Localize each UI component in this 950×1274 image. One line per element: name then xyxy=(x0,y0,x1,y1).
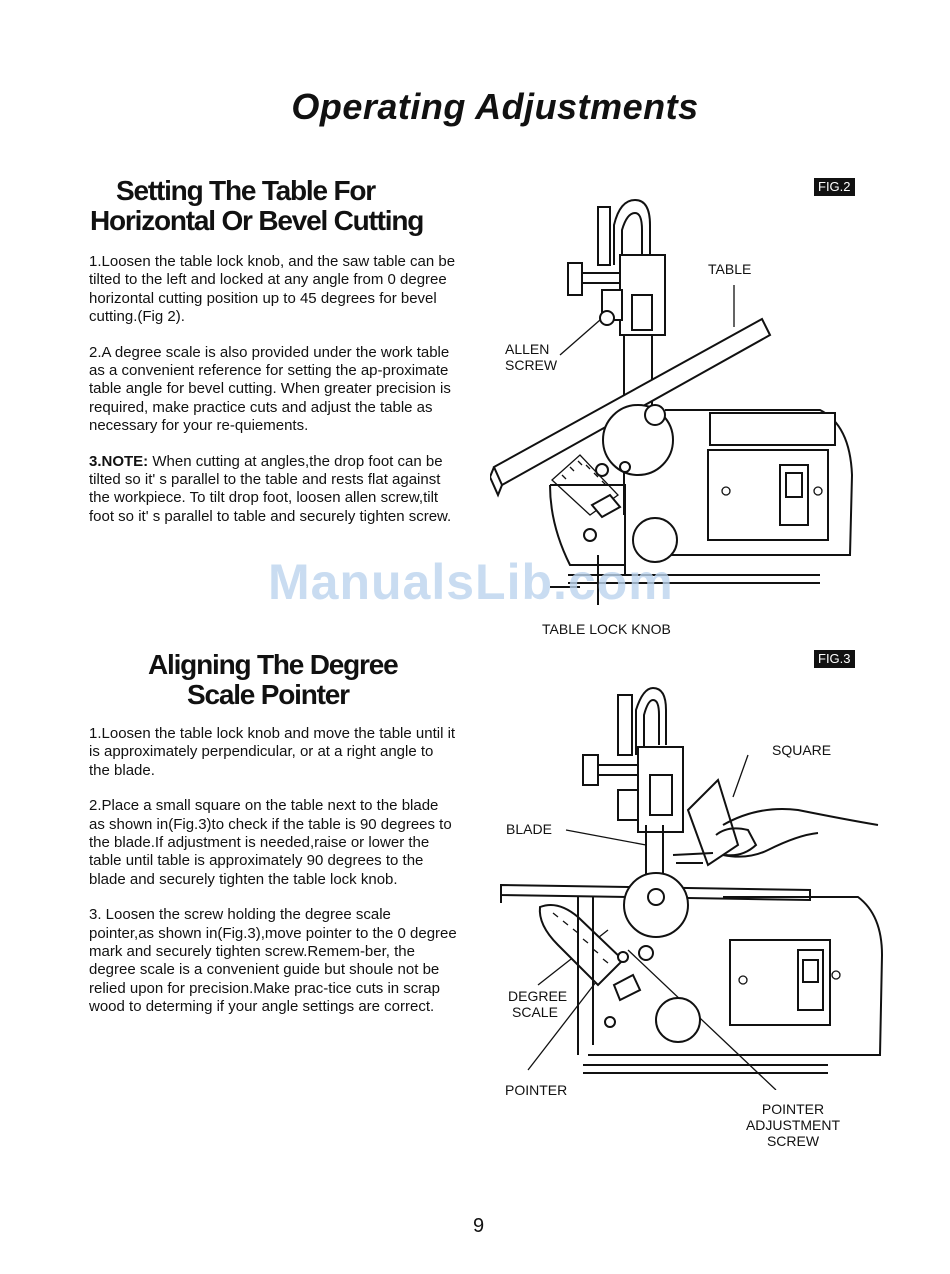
section2-paragraph-1: 1.Loosen the table lock knob and move th… xyxy=(89,725,456,779)
section1-body: 1.Loosen the table lock knob, and the sa… xyxy=(89,253,457,543)
fig2-label-allen-line1: ALLEN xyxy=(505,341,550,357)
fig3-tag: FIG.3 xyxy=(814,650,855,668)
fig3-label-square: SQUARE xyxy=(772,742,832,758)
section1-paragraph-3: 3.NOTE: When cutting at angles,the drop … xyxy=(89,453,457,527)
fig3-label-pas-line1: POINTER xyxy=(761,1101,825,1117)
section2-paragraph-3: 3. Loosen the screw holding the degree s… xyxy=(89,906,457,1016)
fig3-label-blade: BLADE xyxy=(506,821,552,837)
fig3-label-degree-line1: DEGREE xyxy=(508,988,568,1004)
fig2-label-allen-line2: SCREW xyxy=(505,357,558,373)
fig2-label-table: TABLE xyxy=(708,261,752,277)
fig3-label-pas-line3: SCREW xyxy=(766,1133,820,1149)
section1-heading-line2: Horizontal Or Bevel Cutting xyxy=(90,205,424,236)
note-text: When cutting at angles,the drop foot can… xyxy=(89,452,452,525)
note-label: 3.NOTE: xyxy=(89,452,149,470)
fig2-label-allen-screw: ALLEN SCREW xyxy=(505,341,557,373)
section2-body: 1.Loosen the table lock knob and move th… xyxy=(89,725,457,1034)
fig3-label-pas-line2: ADJUSTMENT xyxy=(745,1117,841,1133)
section1-paragraph-1: 1.Loosen the table lock knob, and the sa… xyxy=(89,253,456,326)
watermark: ManualsLib.com xyxy=(268,554,674,610)
fig2-tag: FIG.2 xyxy=(814,178,855,196)
section1-heading: Setting The Table For Horizontal Or Beve… xyxy=(90,175,424,236)
section2-heading-line2: Scale Pointer xyxy=(187,679,350,710)
fig3-label-pointer: POINTER xyxy=(505,1082,568,1098)
fig3-label-pointer-adjustment-screw: POINTER ADJUSTMENT SCREW xyxy=(744,1101,842,1149)
section1-heading-line1: Setting The Table For xyxy=(116,175,376,206)
section2-heading-line1: Aligning The Degree xyxy=(148,649,399,680)
section2-heading: Aligning The Degree Scale Pointer xyxy=(148,649,399,710)
page-title: Operating Adjustments xyxy=(291,86,699,127)
fig3-label-degree-line2: SCALE xyxy=(512,1004,558,1020)
section2-paragraph-2: 2.Place a small square on the table next… xyxy=(89,797,452,888)
page-number: 9 xyxy=(473,1215,485,1237)
fig2-illustration xyxy=(490,198,854,605)
fig3-illustration xyxy=(500,686,883,1090)
section1-paragraph-2: 2.A degree scale is also provided under … xyxy=(89,343,451,435)
fig2-label-table-lock-knob: TABLE LOCK KNOB xyxy=(542,621,671,637)
fig3-label-degree-scale: DEGREE SCALE xyxy=(508,988,567,1020)
